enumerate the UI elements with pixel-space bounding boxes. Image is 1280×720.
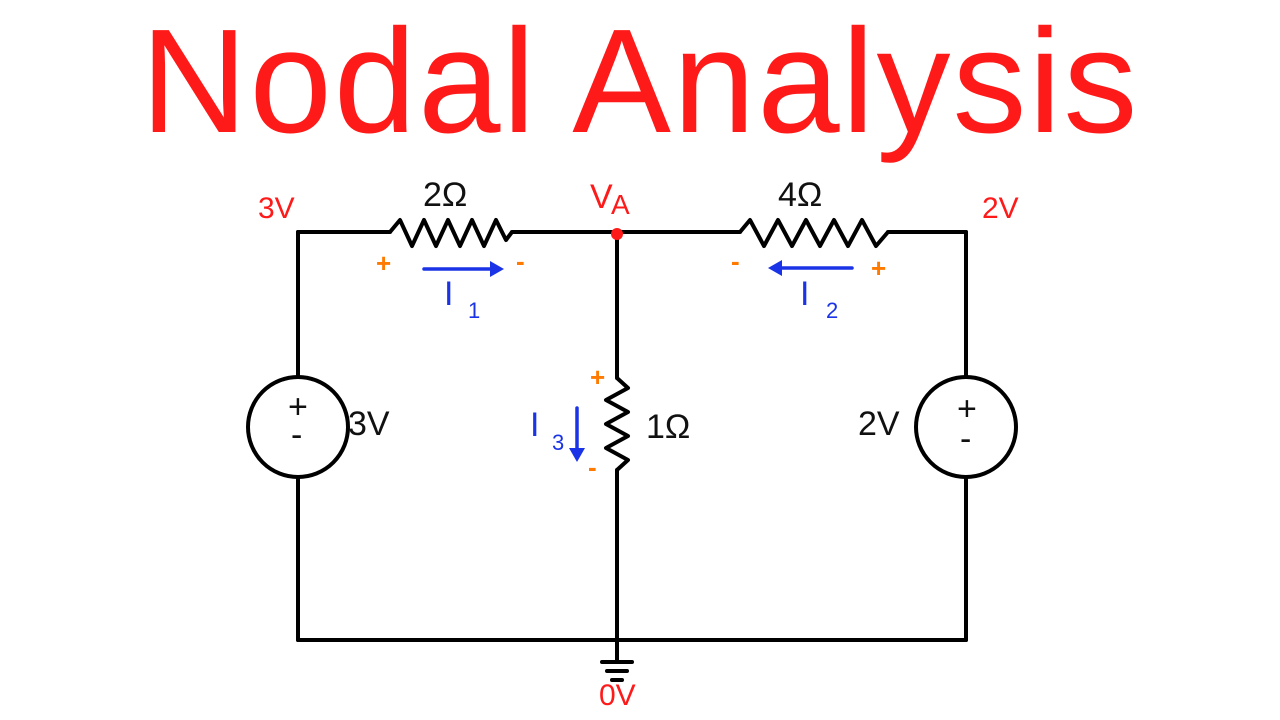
source-right-value: 2V bbox=[858, 405, 900, 443]
node-a-dot bbox=[611, 228, 623, 240]
r1-plus: + bbox=[376, 248, 391, 278]
resistor-4ohm bbox=[738, 218, 890, 248]
voltage-source-right bbox=[914, 375, 1018, 479]
node-left-voltage: 3V bbox=[258, 192, 295, 225]
resistor-2ohm bbox=[388, 218, 514, 248]
resistor-2ohm-label: 2Ω bbox=[423, 176, 467, 214]
voltage-source-left bbox=[246, 375, 350, 479]
ground-icon bbox=[600, 660, 634, 682]
resistor-1ohm-label: 1Ω bbox=[646, 408, 690, 446]
current-i2-label: I bbox=[800, 275, 809, 313]
resistor-4ohm-label: 4Ω bbox=[778, 176, 822, 214]
page-title: Nodal Analysis bbox=[140, 0, 1140, 164]
node-right-voltage: 2V bbox=[982, 192, 1019, 225]
r2-plus: + bbox=[871, 253, 886, 283]
current-i3-arrow bbox=[569, 406, 585, 462]
current-i1-subscript: 1 bbox=[468, 298, 480, 323]
current-i2-arrow bbox=[768, 260, 854, 276]
current-i1-arrow bbox=[422, 261, 504, 277]
source-right-plus: + bbox=[957, 390, 977, 428]
source-left-value: 3V bbox=[348, 405, 390, 443]
node-a-subscript: A bbox=[611, 189, 630, 220]
node-a-label: V bbox=[590, 178, 613, 216]
source-right-minus: - bbox=[960, 420, 971, 458]
r3-plus: + bbox=[590, 362, 605, 392]
current-i3-label: I bbox=[530, 406, 539, 444]
source-left-minus: - bbox=[291, 416, 302, 454]
current-i3-subscript: 3 bbox=[552, 430, 564, 455]
resistor-1ohm bbox=[604, 376, 630, 472]
r1-minus: - bbox=[516, 246, 525, 276]
current-i2-subscript: 2 bbox=[826, 298, 838, 323]
current-i1-label: I bbox=[444, 275, 453, 313]
ground-voltage: 0V bbox=[599, 679, 636, 712]
r3-minus: - bbox=[588, 452, 597, 482]
source-left-plus: + bbox=[288, 388, 308, 426]
r2-minus: - bbox=[731, 246, 740, 276]
